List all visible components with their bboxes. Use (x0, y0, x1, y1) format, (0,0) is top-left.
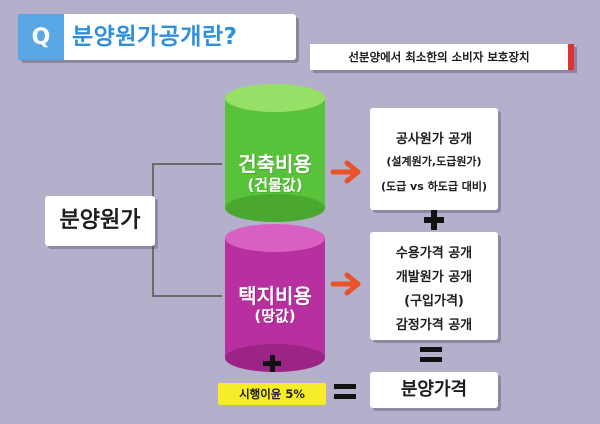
building-cost-sublabel: (건물값) (247, 176, 303, 194)
land-cost-sublabel: (땅값) (254, 307, 296, 325)
result-label: 분양가격 (400, 379, 468, 400)
building-cost-label: 건축비용 (238, 152, 312, 176)
land-cost-label: 택지비용 (238, 284, 312, 308)
plus-icon (431, 210, 437, 230)
equals-icon (334, 384, 356, 389)
land-cost-cylinder (225, 224, 325, 372)
construction-disclosure-box: 공사원가 공개 (설계원가,도급원가) (도급 vs 하도급 대비) (370, 108, 498, 210)
land-disclosure-box: 수용가격 공개 개발원가 공개 (구입가격) 감정가격 공개 (370, 232, 498, 340)
profit-badge (218, 383, 326, 405)
title-banner (18, 14, 296, 60)
profit-label: 시행이윤 5% (239, 387, 305, 401)
question-badge: Q (18, 14, 64, 60)
construction-line-1: 공사원가 공개 (395, 132, 473, 147)
equals-icon (420, 357, 442, 362)
subtitle-box (310, 44, 574, 70)
land-line-2: 개발원가 공개 (395, 270, 473, 285)
construction-line-2: (설계원가,도급원가) (386, 155, 482, 168)
arrow-right-icon (330, 272, 361, 296)
cylinder-diagram (225, 84, 325, 372)
root-label: 분양원가 (59, 208, 141, 233)
result-box: 분양가격 (370, 372, 498, 408)
land-line-1: 수용가격 공개 (395, 246, 473, 261)
page-title: 분양원가공개란? (72, 24, 238, 50)
construction-line-3: (도급 vs 하도급 대비) (380, 180, 488, 193)
subtitle: 선분양에서 최소한의 소비자 보호장치 (348, 50, 530, 64)
building-cost-cylinder (225, 84, 325, 222)
land-line-4: 감정가격 공개 (395, 318, 473, 333)
land-line-3: (구입가격) (404, 294, 464, 309)
equals-icon (420, 347, 442, 352)
root-box: 분양원가 (45, 196, 155, 246)
arrow-right-icon (330, 160, 361, 184)
plus-icon (269, 355, 275, 372)
connector-line (152, 163, 222, 165)
connector-line (152, 295, 222, 297)
equals-icon (334, 394, 356, 399)
